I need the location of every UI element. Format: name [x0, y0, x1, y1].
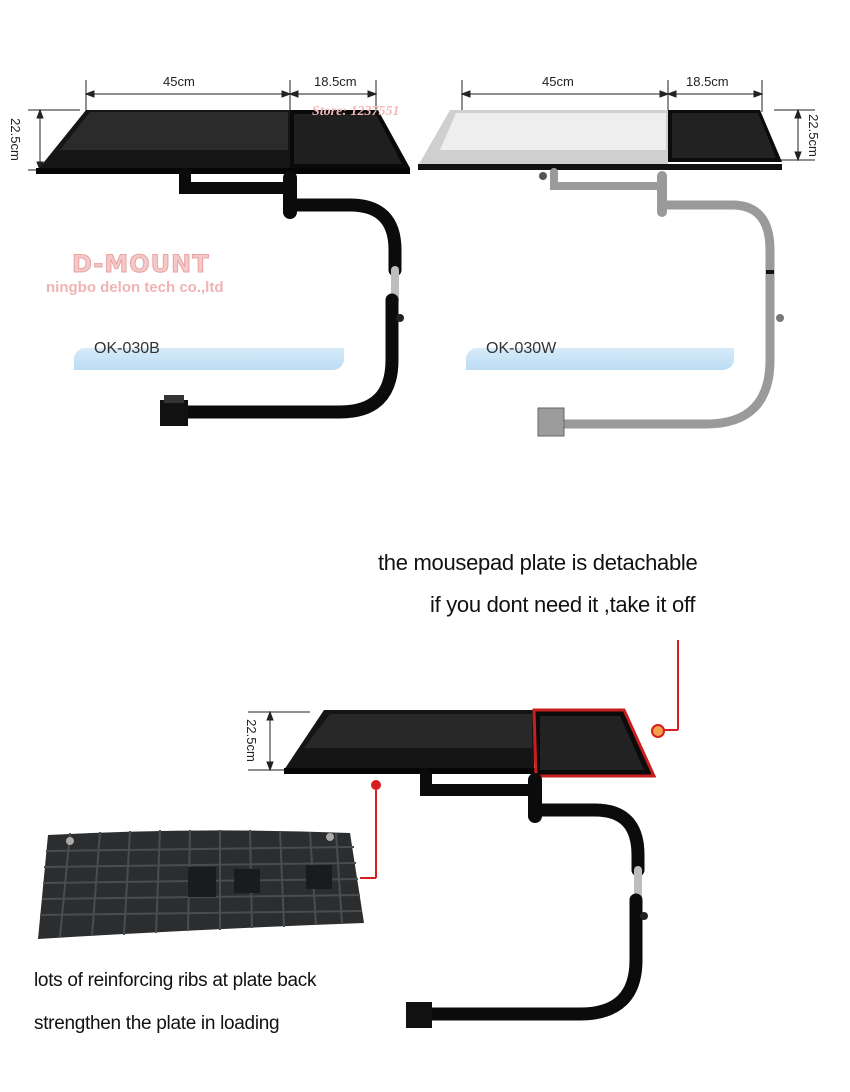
ribs-caption-line2: strengthen the plate in loading	[34, 1013, 280, 1034]
white-stand-illustration	[418, 80, 815, 437]
bottom-height-label: 22.5cm	[243, 719, 259, 762]
right-pad-width-label: 18.5cm	[686, 74, 729, 89]
model-black-label: OK-030B	[94, 340, 160, 357]
model-white-label-bg	[466, 348, 734, 370]
model-white-label: OK-030W	[486, 340, 557, 357]
detach-caption-line2: if you dont need it ,take it off	[430, 592, 696, 617]
left-width-label: 45cm	[163, 74, 195, 89]
left-height-label: 22.5cm	[7, 118, 23, 161]
ribs-caption-line1: lots of reinforcing ribs at plate back	[34, 970, 317, 991]
company-watermark: ningbo delon tech co.,ltd	[46, 279, 224, 296]
store-watermark: Store: 1237551	[312, 104, 400, 119]
brand-watermark: D-MOUNT	[72, 250, 210, 279]
detach-caption-line1: the mousepad plate is detachable	[378, 550, 698, 575]
plate-back-ribs-illustration	[38, 829, 364, 939]
left-pad-width-label: 18.5cm	[314, 74, 357, 89]
model-black-label-bg	[74, 348, 344, 370]
right-width-label: 45cm	[542, 74, 574, 89]
black-stand-illustration	[28, 80, 410, 426]
right-height-label: 22.5cm	[805, 114, 821, 157]
detach-stand-illustration	[248, 708, 657, 1028]
callout-lines	[360, 640, 679, 879]
